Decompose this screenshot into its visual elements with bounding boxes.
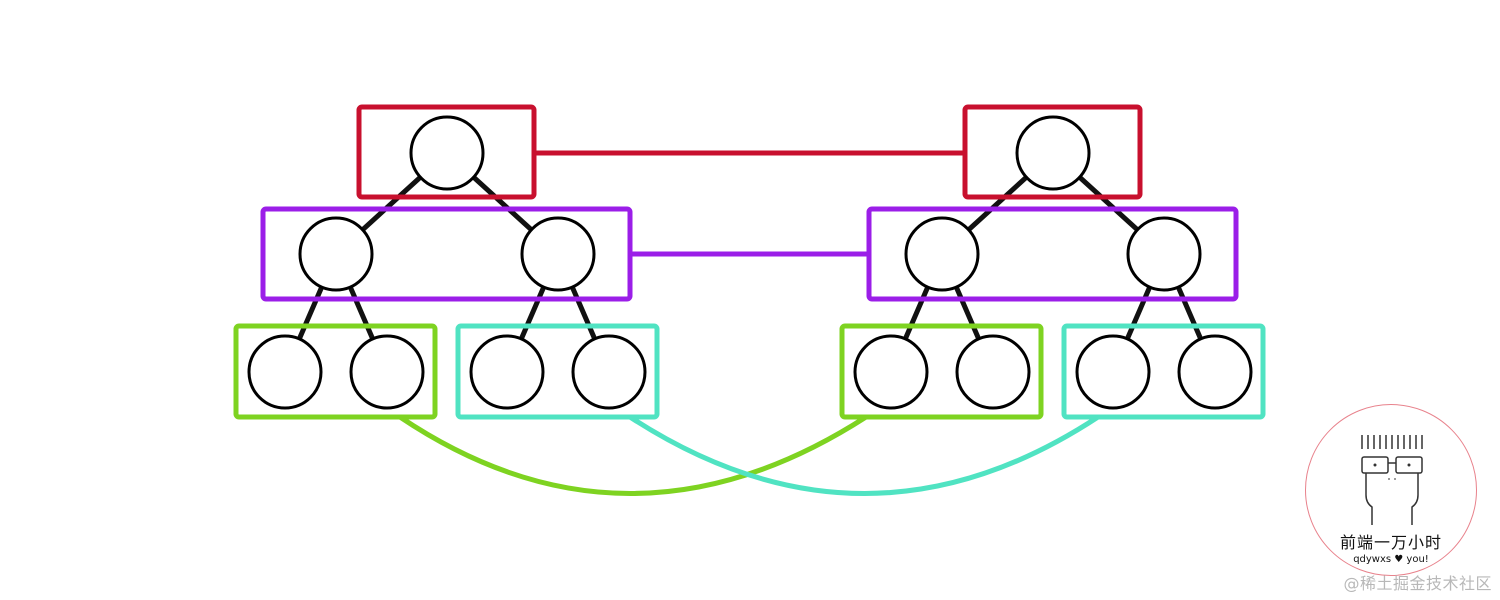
left-tree-nodes [247,115,647,410]
level-2-box [866,206,1239,302]
stamp-title: 前端一万小时 [1339,533,1442,552]
level-3-box-green [839,323,1044,420]
left-tree [233,104,660,420]
stamp-subtitle: qdywxs ♥ you! [1353,554,1429,565]
tree-node-root [1015,115,1091,191]
tree-node [520,216,596,292]
tree-node-leaf [955,334,1031,410]
tree-node-leaf [571,334,647,410]
level-2-box [260,206,633,302]
tree-node [298,216,374,292]
platform-watermark: @稀土掘金技术社区 [1343,574,1492,593]
connector-level-3-green [398,414,868,496]
connector-level-3-cyan [628,414,1100,496]
right-tree [839,104,1266,420]
level-3-box-cyan [1061,323,1266,420]
tree-node-root [409,115,485,191]
level-3-box-cyan [455,323,660,420]
tree-node-leaf [349,334,425,410]
author-stamp: 前端一万小时 qdywxs ♥ you! [1305,404,1477,576]
tree-node [904,216,980,292]
level-1-box [962,104,1143,200]
level-1-box [356,104,537,200]
tree-node-leaf [247,334,323,410]
right-tree-nodes [853,115,1253,410]
nerd-face-icon [1361,435,1423,525]
tree-node-leaf [1177,334,1253,410]
level-3-box-green [233,323,438,420]
tree-node [1126,216,1202,292]
tree-node-leaf [1075,334,1151,410]
tree-node-leaf [853,334,929,410]
tree-node-leaf [469,334,545,410]
